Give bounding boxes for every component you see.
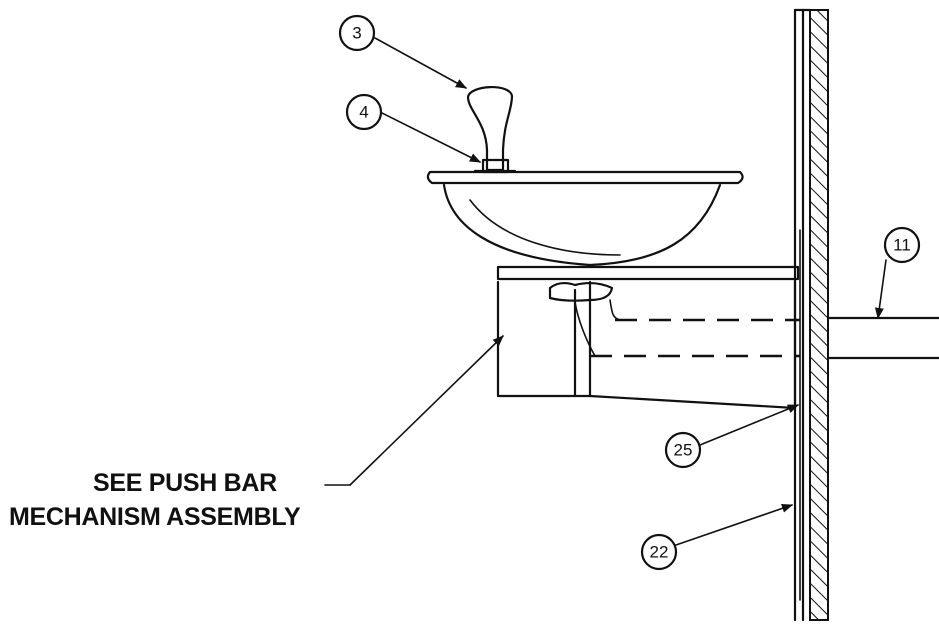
svg-text:4: 4 <box>359 103 368 122</box>
note-line-2: MECHANISM ASSEMBLY <box>9 503 301 531</box>
callout-25: 25 <box>664 431 702 469</box>
svg-text:3: 3 <box>352 24 361 43</box>
supply-pipe <box>574 299 939 360</box>
push-button <box>466 86 517 174</box>
fountain-bowl <box>426 170 744 267</box>
callout-22: 22 <box>640 533 678 571</box>
wall <box>793 8 829 622</box>
svg-text:22: 22 <box>650 543 669 562</box>
housing <box>496 265 800 410</box>
callout-11: 11 <box>883 226 921 264</box>
note-line-1: SEE PUSH BAR <box>93 469 277 497</box>
callout-3: 3 <box>338 14 376 52</box>
callout-4: 4 <box>345 93 383 131</box>
svg-text:25: 25 <box>674 441 693 460</box>
leader-lines <box>324 37 887 546</box>
svg-text:11: 11 <box>893 236 911 255</box>
